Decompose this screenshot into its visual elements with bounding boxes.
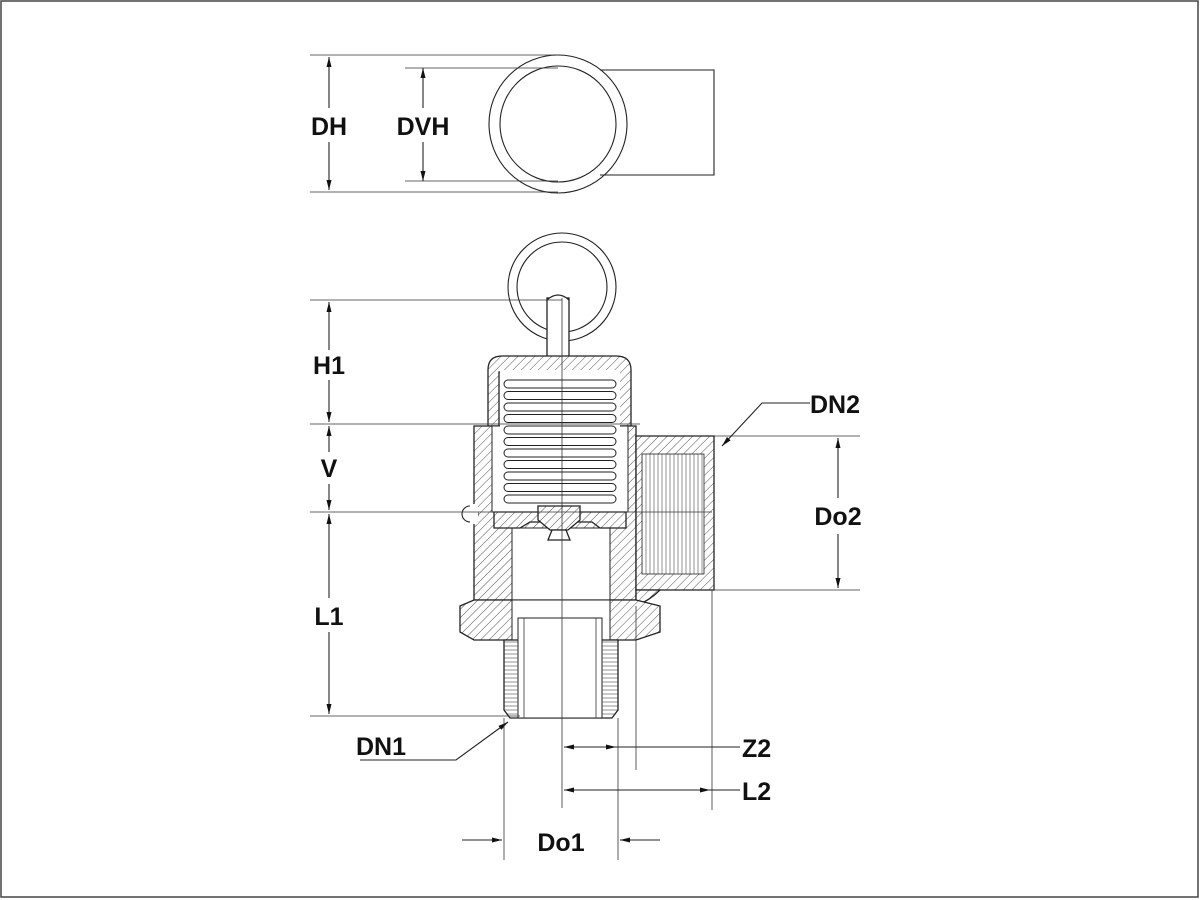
z2-label: Z2 [742, 735, 771, 763]
spring-coil [503, 391, 617, 400]
dn1-label: DN1 [356, 733, 406, 761]
spring-coil [503, 414, 617, 423]
v-label: V [321, 455, 338, 483]
spring-coil [503, 402, 617, 412]
spring-coil [503, 448, 617, 458]
l1-label: L1 [314, 603, 343, 631]
spring-coil [503, 471, 617, 481]
dimensions: H1 V L1 Do2 DN2 DN1 Z2 L2 [310, 299, 862, 860]
h1-label: H1 [313, 352, 345, 380]
do2-label: Do2 [814, 503, 861, 531]
dh-label: DH [311, 113, 347, 141]
outlet-thread [641, 453, 705, 575]
dvh-label: DVH [397, 113, 450, 141]
top-view: DH DVH [306, 54, 715, 194]
spring-coil [503, 460, 617, 469]
spring-coil [503, 425, 617, 435]
dn2-label: DN2 [810, 391, 860, 419]
spring-coil [503, 483, 617, 492]
do1-label: Do1 [537, 829, 584, 857]
l2-label: L2 [742, 778, 771, 806]
spring-coil [503, 437, 617, 446]
spring-coil [503, 379, 617, 389]
spring-coil [503, 494, 617, 504]
section-view [459, 232, 715, 808]
spring [500, 370, 620, 510]
